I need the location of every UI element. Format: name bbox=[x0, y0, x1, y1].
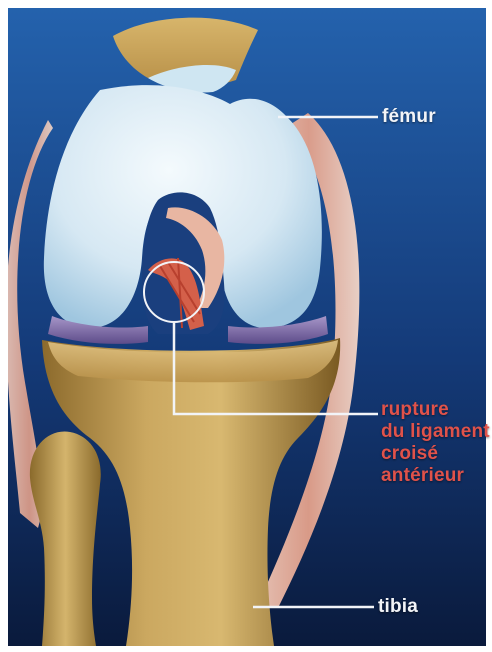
rupture-label-line-1: rupture bbox=[381, 399, 490, 421]
rupture-label: rupture du ligament croisé antérieur bbox=[381, 399, 490, 487]
rupture-label-line-3: croisé bbox=[381, 443, 490, 465]
rupture-label-line-2: du ligament bbox=[381, 421, 490, 443]
knee-anatomy-illustration bbox=[8, 8, 486, 646]
tibia-label: tibia bbox=[378, 596, 418, 618]
femur-label: fémur bbox=[382, 106, 436, 128]
rupture-label-line-4: antérieur bbox=[381, 465, 490, 487]
